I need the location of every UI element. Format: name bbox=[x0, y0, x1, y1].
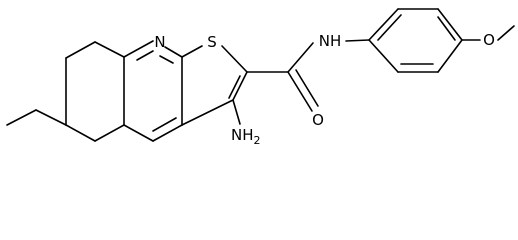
sulfur-label: S bbox=[207, 33, 217, 51]
bond-ring-b-6 bbox=[152, 117, 177, 132]
bond-o-ch3 bbox=[497, 25, 515, 41]
bond-phenyl-2 bbox=[377, 14, 402, 41]
bond-phenyl-1 bbox=[368, 8, 399, 41]
bond-thiophene-2 bbox=[221, 45, 248, 73]
bond-ring-a-5 bbox=[94, 124, 125, 142]
bond-ring-a-2 bbox=[65, 41, 96, 59]
bond-thiophene-4 bbox=[228, 75, 241, 99]
amino-label: NH2 bbox=[231, 126, 261, 147]
bond-ring-a-3 bbox=[94, 41, 125, 58]
ring-nitrogen-label: N bbox=[154, 33, 165, 51]
carbonyl-oxygen-label: O bbox=[312, 111, 324, 129]
bond-phenyl-9 bbox=[368, 39, 399, 73]
bond-amino bbox=[232, 99, 241, 125]
bond-phenyl-6 bbox=[437, 39, 463, 73]
bond-co-2 bbox=[295, 69, 319, 107]
bond-ring-a-4 bbox=[65, 124, 96, 142]
amide-nh-label: NH bbox=[319, 32, 342, 50]
bond-ring-b-9 bbox=[159, 55, 174, 64]
bond-thiophene-5 bbox=[181, 99, 234, 126]
bond-ring-b-2 bbox=[123, 40, 154, 58]
bond-co-1 bbox=[287, 71, 313, 112]
chemical-structure: N S NH O O NH2 bbox=[6, 8, 515, 147]
bond-ethyl-ch3 bbox=[6, 109, 37, 126]
bond-n-aryl bbox=[345, 39, 370, 42]
bond-amide-n bbox=[287, 42, 314, 73]
bond-ring-b-4 bbox=[123, 124, 154, 142]
bond-ethyl-ch2 bbox=[35, 109, 67, 126]
bond-ring-b-3 bbox=[136, 50, 154, 61]
bond-ring-b-5 bbox=[152, 124, 183, 142]
bond-phenyl-5 bbox=[437, 16, 456, 41]
bond-thiophene-1 bbox=[181, 45, 203, 58]
bond-thiophene-3 bbox=[232, 71, 248, 101]
amino-nh-text: NH bbox=[231, 126, 254, 144]
amino-subscript: 2 bbox=[254, 134, 261, 147]
bond-ring-b-8 bbox=[164, 46, 183, 58]
bond-phenyl-4 bbox=[437, 8, 463, 41]
ether-oxygen-label: O bbox=[483, 31, 495, 49]
